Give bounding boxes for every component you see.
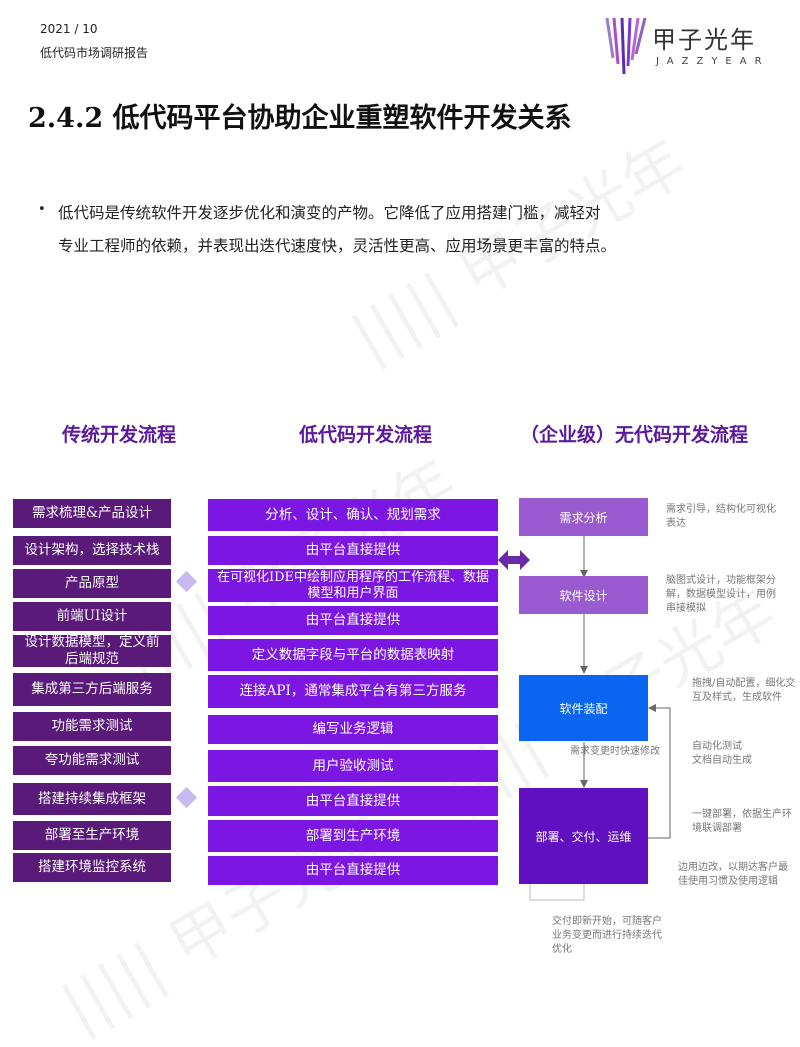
lowcode-step: 在可视化IDE中绘制应用程序的工作流程、数据模型和用户界面	[208, 569, 498, 602]
intro-line-1: 低代码是传统软件开发逐步优化和演变的产物。它降低了应用搭建门槛，减轻对	[58, 204, 601, 222]
heading-lowcode: 低代码开发流程	[299, 424, 433, 446]
nocode-step: 软件设计	[519, 576, 648, 614]
nocode-step: 部署、交付、运维	[519, 788, 648, 884]
lowcode-step: 由平台直接提供	[208, 786, 498, 816]
trad-step: 搭建环境监控系统	[13, 853, 171, 882]
lowcode-step: 分析、设计、确认、规划需求	[208, 499, 498, 531]
intro-line-2: 专业工程师的依赖，并表现出迭代速度快，灵活性更高、应用场景更丰富的特点。	[58, 237, 617, 255]
report-date: 2021 / 10	[40, 22, 98, 36]
trad-step: 前端UI设计	[13, 602, 171, 631]
lowcode-step: 部署到生产环境	[208, 820, 498, 852]
trad-step: 搭建持续集成框架	[13, 783, 171, 815]
lowcode-step: 定义数据字段与平台的数据表映射	[208, 639, 498, 671]
page-title: 2.4.2 低代码平台协助企业重塑软件开发关系	[28, 103, 572, 134]
bullet-dot: •	[38, 202, 46, 217]
lowcode-step: 用户验收测试	[208, 750, 498, 782]
note-testing: 自动化测试 文档自动生成	[692, 741, 752, 766]
heading-traditional: 传统开发流程	[62, 424, 177, 446]
note-loop: 交付即新开始，可随客户业务变更而进行持续迭代优化	[552, 916, 662, 955]
logo-cn-text: 甲子光年	[652, 26, 756, 54]
brand-logo: 甲子光年 JAZZYEAR	[604, 14, 774, 78]
nocode-step: 需求分析	[519, 498, 648, 536]
note-change: 需求变更时快速修改	[570, 746, 660, 757]
trad-step: 部署至生产环境	[13, 821, 171, 850]
lowcode-step: 由平台直接提供	[208, 606, 498, 635]
trad-step: 设计架构，选择技术栈	[13, 536, 171, 565]
note-assembly: 拖拽/自动配置，细化交互及样式，生成软件	[692, 678, 796, 703]
note-design: 脑图式设计，功能框架分解，数据模型设计，用例串接模拟	[666, 575, 776, 614]
logo-en-text: JAZZYEAR	[656, 56, 770, 67]
heading-nocode: （企业级）无代码开发流程	[520, 424, 749, 446]
nocode-step: 软件装配	[519, 675, 648, 741]
report-name: 低代码市场调研报告	[40, 46, 149, 60]
lowcode-step: 由平台直接提供	[208, 856, 498, 885]
trad-step: 夸功能需求测试	[13, 746, 171, 775]
connector-diamond-icon	[175, 570, 198, 593]
lowcode-step: 由平台直接提供	[208, 536, 498, 565]
trad-step: 产品原型	[13, 569, 171, 598]
note-iterate: 边用边改，以期达客户最佳使用习惯及使用逻辑	[678, 862, 788, 887]
lowcode-step: 连接API，通常集成平台有第三方服务	[208, 675, 498, 708]
logo-mark-icon	[605, 17, 647, 75]
trad-step: 集成第三方后端服务	[13, 673, 171, 706]
note-analysis: 需求引导，结构化可视化表达	[666, 504, 776, 529]
note-deploy: 一键部署，依据生产环境联调部署	[692, 809, 792, 834]
connector-diamond-icon	[175, 786, 198, 809]
lowcode-step: 编写业务逻辑	[208, 715, 498, 744]
trad-step: 设计数据模型，定义前后端规范	[13, 634, 171, 667]
double-arrow-icon	[498, 550, 530, 570]
trad-step: 需求梳理&产品设计	[13, 499, 171, 528]
trad-step: 功能需求测试	[13, 712, 171, 741]
